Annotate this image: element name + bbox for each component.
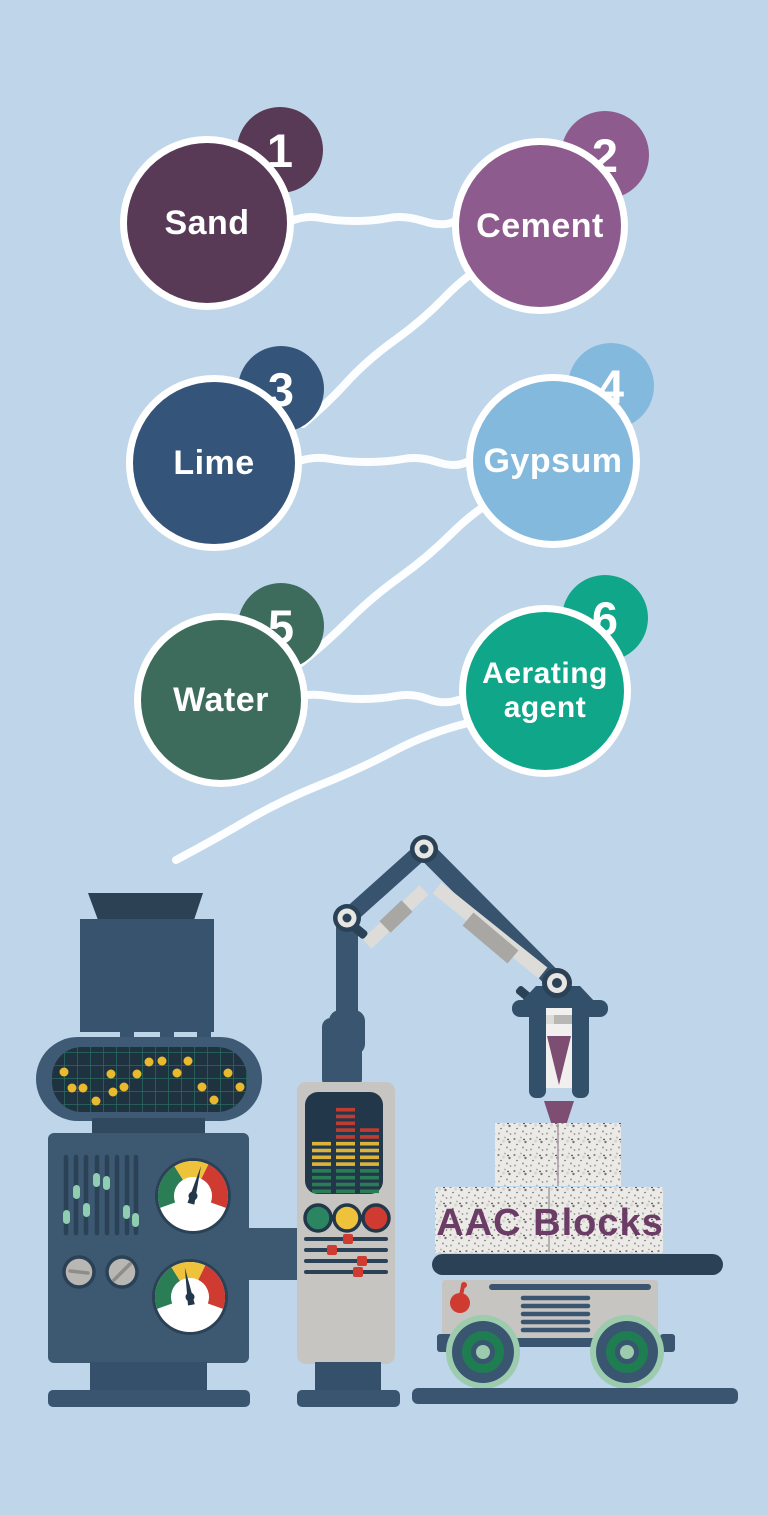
aac-blocks-and-trolley: AAC Blocks bbox=[412, 1123, 738, 1404]
connector-cement-lime bbox=[299, 253, 501, 428]
dispenser-head bbox=[512, 986, 608, 1098]
ground-bar bbox=[412, 1388, 738, 1404]
robot-arm bbox=[329, 835, 608, 1147]
screw-knob-right[interactable] bbox=[105, 1255, 139, 1289]
connector-sand-cement bbox=[287, 213, 457, 229]
arm-fore-piston-sleeve bbox=[462, 912, 519, 964]
axle-cap-right bbox=[660, 1334, 675, 1352]
arm-upper-piston-sleeve bbox=[379, 900, 413, 933]
mixer-pedestal bbox=[90, 1362, 207, 1390]
dispense-material bbox=[547, 1036, 571, 1085]
mixer-particles bbox=[59, 1056, 245, 1106]
connector-aerating-machine bbox=[172, 719, 472, 864]
trolley-vents bbox=[520, 1295, 591, 1333]
gauge-bottom bbox=[152, 1259, 228, 1335]
gauge-top bbox=[155, 1158, 231, 1234]
trolley-wheel-left bbox=[446, 1315, 520, 1389]
trolley-wheel-right bbox=[590, 1315, 664, 1389]
trolley-lever[interactable] bbox=[450, 1282, 470, 1313]
tower-buttons[interactable] bbox=[303, 1203, 391, 1233]
button-red bbox=[361, 1203, 391, 1233]
mixer-base-bar bbox=[48, 1390, 250, 1407]
connector-lime-gypsum bbox=[295, 453, 471, 469]
hopper bbox=[88, 893, 203, 920]
arm-joint-elbow bbox=[333, 904, 361, 932]
mixer-upper-body bbox=[80, 919, 214, 1032]
arm-joint-wrist bbox=[542, 968, 572, 998]
screw-knob-left[interactable] bbox=[62, 1255, 96, 1289]
tower-neck bbox=[322, 1018, 362, 1088]
arm-joint-apex bbox=[410, 835, 438, 863]
mixer-slider-knobs[interactable] bbox=[63, 1173, 139, 1227]
control-tower bbox=[297, 1018, 400, 1407]
trolley-axle bbox=[448, 1338, 664, 1347]
aac-blocks-label: AAC Blocks bbox=[436, 1202, 664, 1244]
tower-slider-handles[interactable] bbox=[327, 1234, 367, 1277]
mixer-slider-tracks bbox=[63, 1154, 139, 1236]
tower-pedestal bbox=[315, 1362, 381, 1390]
arm-post bbox=[336, 920, 358, 1035]
equalizer-bars bbox=[312, 1107, 379, 1194]
trolley-platform bbox=[432, 1254, 723, 1275]
chalk-connector-lines bbox=[172, 213, 510, 864]
button-yellow bbox=[332, 1203, 362, 1233]
button-green bbox=[303, 1203, 333, 1233]
connector-water-aerating bbox=[292, 690, 462, 707]
mixer-tabs bbox=[120, 1026, 211, 1040]
mixer-machine bbox=[36, 893, 301, 1407]
mixer-tower-link bbox=[249, 1228, 301, 1280]
connector-gypsum-water bbox=[293, 489, 510, 670]
arm-upper-segment bbox=[338, 840, 433, 927]
tower-base-bar bbox=[297, 1390, 400, 1407]
